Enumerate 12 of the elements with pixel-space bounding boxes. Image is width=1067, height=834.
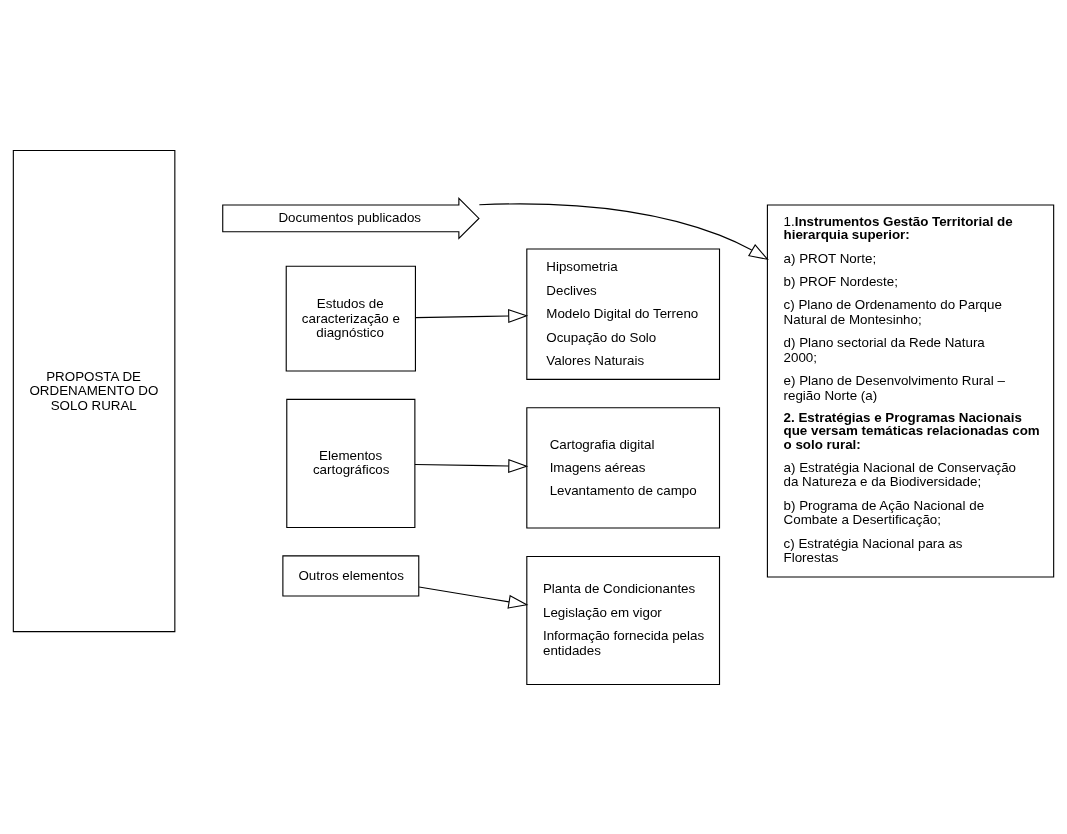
node-box: Estudos de caracterização e diagnóstico xyxy=(285,265,416,372)
arrow xyxy=(414,458,529,473)
node-box: Outros elementos xyxy=(282,554,420,597)
node-box: 1.Instrumentos Gestão Territorial de hierarquia superior: a) PROT Norte; b) PROF Nordeste; c) Plano de Ordenamento do Parque Natural de Montesinho; d) Plano sectorial da Rede Natura 2000; e) Plano de Desenvolvimento Rural – região Norte (a) 2. Estratégias e Programas Nacionais que versam temáticas relacionadas com o solo rural: a) Estratégia Nacional de Conservação da Natureza e da Biodiversidade; b) Programa de Ação Nacional de Combate a Desertificação; c) Estratégia Nacional para as Florestas xyxy=(766,203,1055,578)
node-box: Planta de Condicionantes Legislação em vigor Informação fornecida pelas entidades xyxy=(526,555,721,685)
node-box: Elementos cartográficos xyxy=(286,398,416,528)
arrow xyxy=(418,585,529,609)
node-box: PROPOSTA DE ORDENAMENTO DO SOLO RURAL xyxy=(12,149,176,632)
arrow xyxy=(415,308,529,323)
node-box: Hipsometria Declives Modelo Digital do Terreno Ocupação do Solo Valores Naturais xyxy=(526,247,721,380)
arrow xyxy=(478,202,769,260)
node-box: Cartografia digital Imagens aéreas Levantamento de campo xyxy=(526,406,721,529)
